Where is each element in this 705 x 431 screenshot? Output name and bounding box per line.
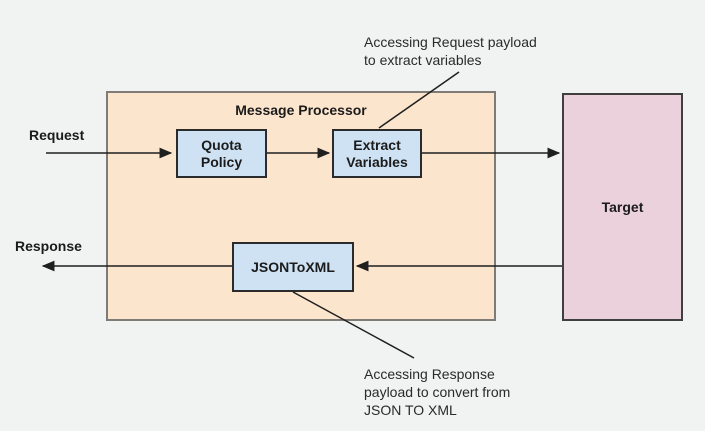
jsontoxml-label: JSONToXML [251, 258, 335, 275]
extract-variables-node: Extract Variables [332, 129, 422, 178]
jsontoxml-node: JSONToXML [232, 242, 354, 292]
quota-policy-label: Quota Policy [200, 136, 243, 170]
request-label: Request [29, 127, 85, 143]
target-label: Target [601, 198, 644, 215]
target-node: Target [562, 93, 683, 321]
extract-variables-label: Extract Variables [346, 136, 408, 170]
message-processor-title: Message Processor [235, 102, 367, 118]
response-payload-annotation: Accessing Response payload to convert fr… [364, 366, 511, 418]
quota-policy-node: Quota Policy [176, 129, 267, 178]
response-label: Response [15, 238, 82, 254]
request-payload-annotation: Accessing Request payload to extract var… [364, 34, 537, 68]
